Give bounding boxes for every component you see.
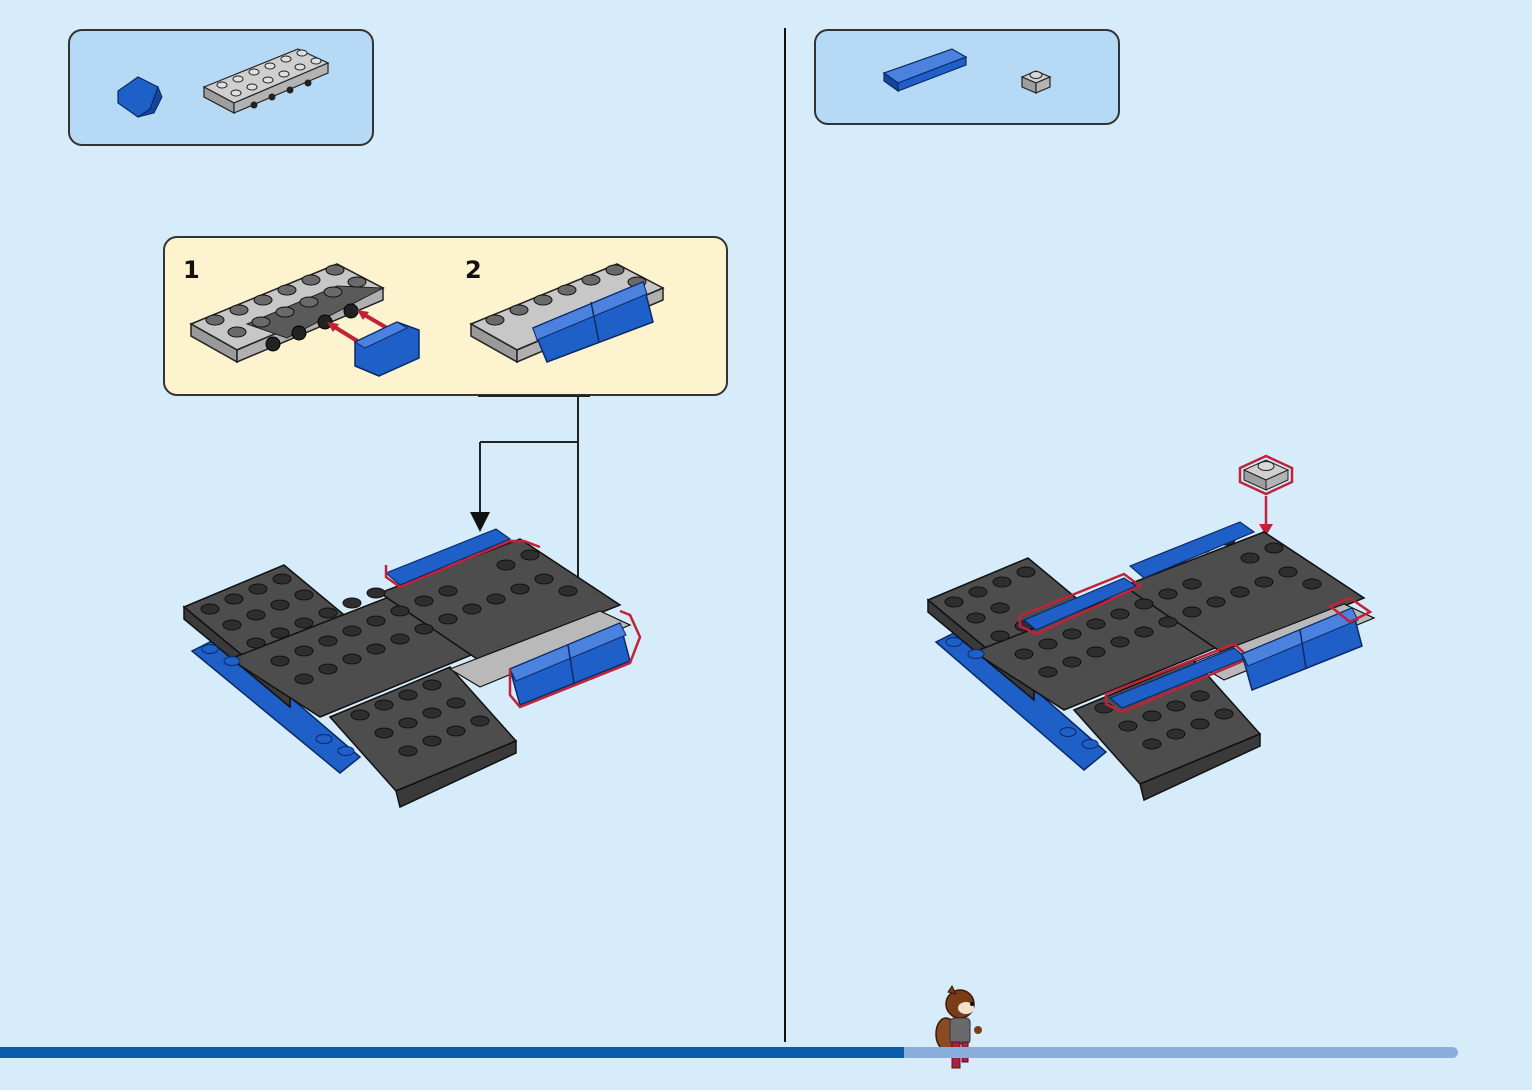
progress-bar [0,1047,1458,1058]
substep-callout: 1 2 [163,236,728,396]
substep-1-illustration [187,254,427,384]
substep-2-illustration [467,254,687,384]
main-assembly-illustration [180,525,650,815]
progress-bar-fill [0,1047,904,1058]
main-assembly-illustration [924,450,1394,810]
raccoon-character-icon [932,984,992,1074]
blue-slope-brick-icon [114,73,174,123]
gray-1x1-plate-icon [1018,65,1058,105]
right-page [786,0,1532,1090]
parts-list-box [68,29,374,146]
left-page: 1 2 [0,0,785,1090]
parts-list-box [814,29,1120,125]
gray-plate-with-side-studs-icon [202,45,332,115]
blue-tile-icon [882,45,972,95]
